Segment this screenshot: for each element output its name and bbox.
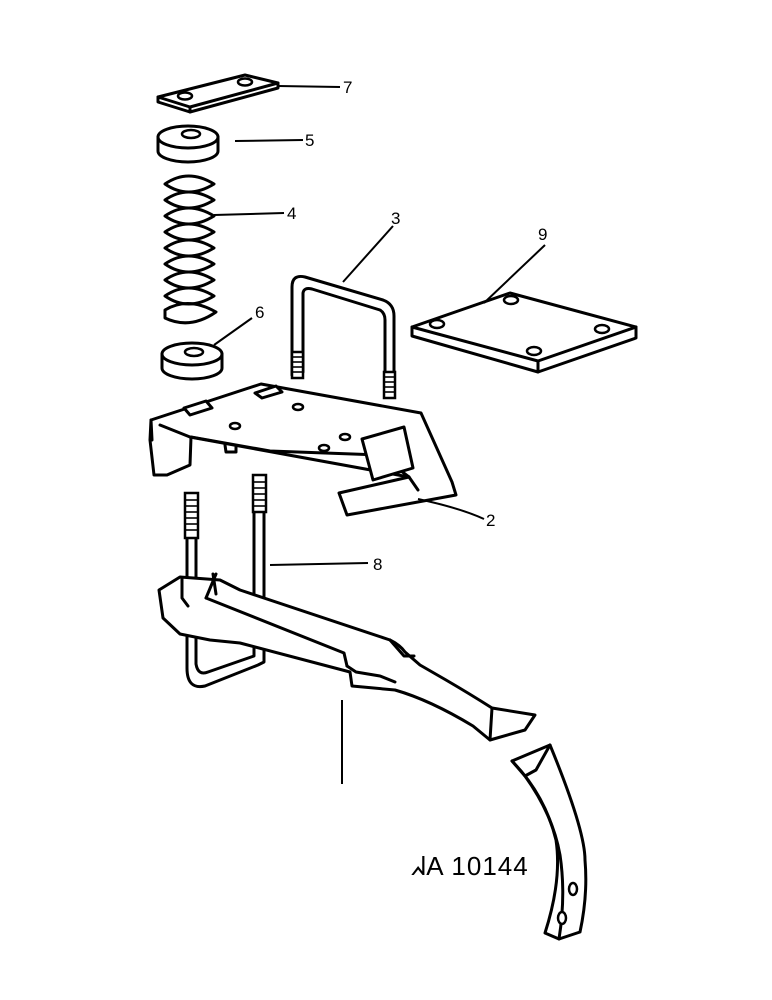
callout-2: 2 [486,511,495,530]
part-5-upper-spring-seat [156,124,304,164]
shank-upper-section [157,572,537,784]
callout-3: 3 [391,209,400,228]
callout-8: 8 [373,555,382,574]
callout-4: 4 [287,204,296,223]
part-8-shank-u-bolt [183,473,369,689]
callout-7: 7 [343,78,352,97]
part-2-mounting-bracket [148,382,485,520]
part-9-flat-plate [410,244,638,374]
callout-9: 9 [538,225,547,244]
part-7-top-plate [156,73,341,114]
part-3-u-bolt [290,225,397,400]
drawing-reference-code: ᖽA 10144 [410,851,529,881]
callout-5: 5 [305,131,314,150]
shank-point-section [510,743,588,941]
callout-6: 6 [255,303,264,322]
part-4-coil-spring [163,174,285,325]
part-6-lower-spring-seat [160,317,253,381]
